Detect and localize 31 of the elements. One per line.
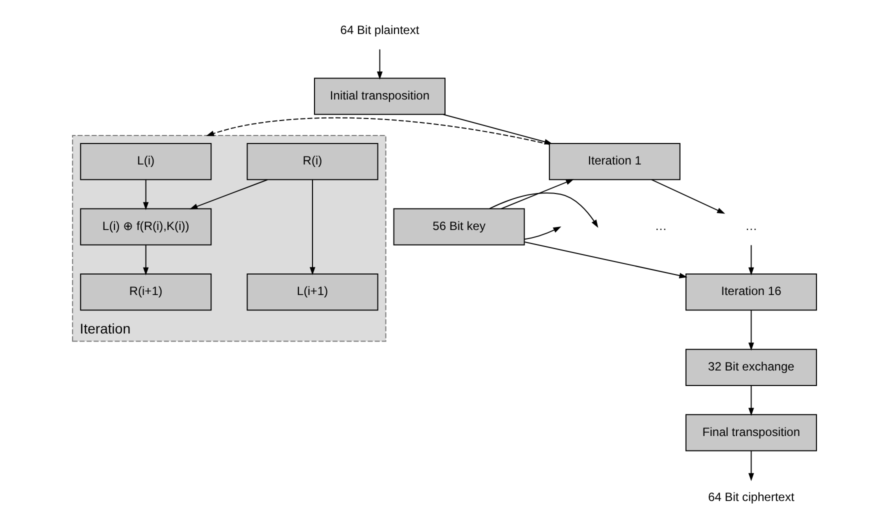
node-box: L(i+1): [246, 273, 378, 310]
node-box: Initial transposition: [314, 77, 446, 114]
arrow: [309, 179, 315, 275]
arrow: [488, 192, 598, 228]
arrow: [524, 226, 561, 240]
node-box: Iteration 16: [684, 273, 816, 310]
arrow: [376, 48, 382, 80]
arrow: [142, 244, 148, 275]
node-box: 56 Bit key: [392, 208, 524, 245]
arrow: [206, 116, 549, 144]
node-text: …: [744, 218, 757, 232]
node-box: Iteration 1: [548, 142, 680, 180]
arrow: [748, 244, 754, 275]
arrow: [142, 179, 148, 210]
arrow: [442, 113, 552, 144]
arrow: [748, 450, 754, 481]
arrow: [500, 178, 574, 209]
arrow: [650, 178, 725, 214]
node-box: 32 Bit exchange: [684, 348, 816, 386]
arrow: [748, 385, 754, 416]
label: …: [654, 218, 666, 232]
node-text: 64 Bit ciphertext: [708, 490, 794, 504]
node-box: L(i): [80, 142, 212, 180]
node-text: 64 Bit plaintext: [340, 22, 419, 37]
arrow: [748, 310, 754, 350]
arrow: [189, 178, 268, 209]
node-box: R(i): [246, 142, 378, 180]
node-box: L(i) ⊕ f(R(i),K(i)): [80, 208, 212, 245]
arrow: [524, 241, 687, 278]
node-box: Final transposition: [684, 414, 816, 451]
node-box: R(i+1): [80, 273, 212, 310]
